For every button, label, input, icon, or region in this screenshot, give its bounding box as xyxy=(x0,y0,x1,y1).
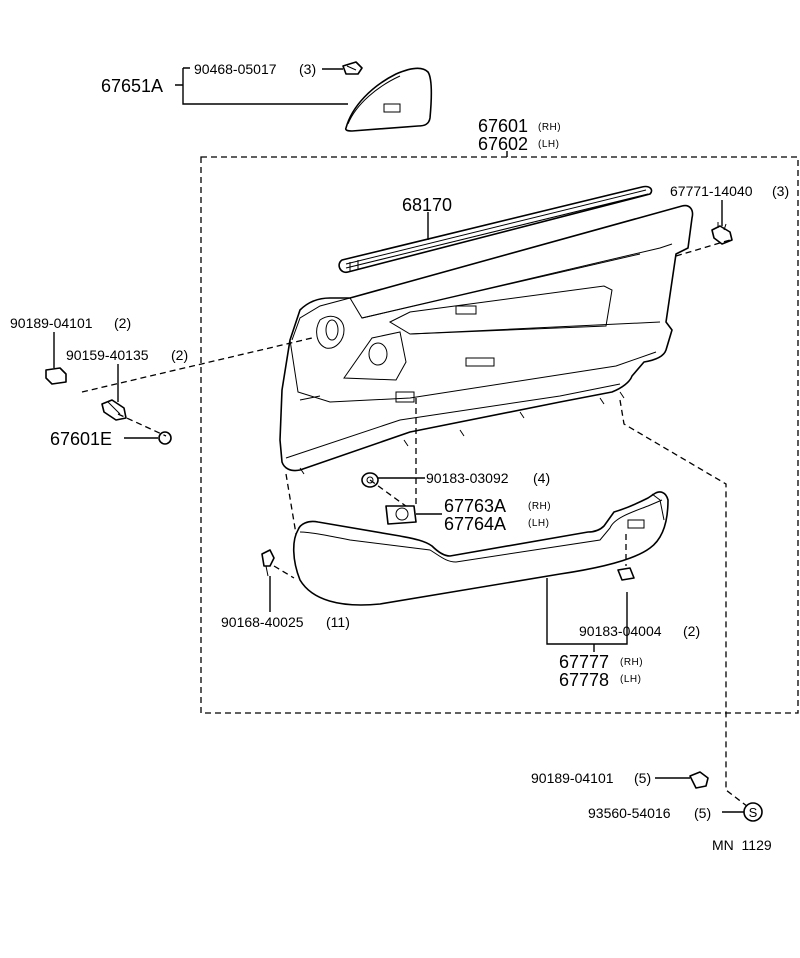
label-90183a-qty: (4) xyxy=(533,470,550,486)
part-67601E-cap[interactable] xyxy=(158,431,172,445)
part-90189-clip-lower[interactable] xyxy=(689,771,709,789)
diagram-code: MN 1129 xyxy=(712,837,772,853)
label-93560-qty: (5) xyxy=(694,805,711,821)
label-67763A: 67763A xyxy=(444,496,506,516)
label-67778: 67778 xyxy=(559,670,609,690)
label-90468-qty: (3) xyxy=(299,61,316,77)
part-90168-screw[interactable] xyxy=(261,549,275,577)
label-90189a: 90189-04101 xyxy=(10,315,93,331)
label-90189a-qty: (2) xyxy=(114,315,131,331)
part-90189-clip-upper[interactable] xyxy=(45,367,67,385)
part-67763A-switch-bezel[interactable] xyxy=(385,505,417,525)
label-67764A-side: (LH) xyxy=(528,518,549,529)
label-67778-side: (LH) xyxy=(620,674,641,685)
label-90168: 90168-40025 xyxy=(221,614,304,630)
label-67764A: 67764A xyxy=(444,514,506,534)
label-67601-side: (RH) xyxy=(538,122,561,133)
leader-67651A xyxy=(175,67,348,105)
label-90183a: 90183-03092 xyxy=(426,470,509,486)
label-90168-qty: (11) xyxy=(326,614,350,630)
part-68170-weatherstrip[interactable] xyxy=(338,185,653,274)
label-67771: 67771-14040 xyxy=(670,183,753,199)
label-90183b: 90183-04004 xyxy=(579,623,662,639)
part-90159-screw[interactable] xyxy=(101,399,127,421)
label-90183b-qty: (2) xyxy=(683,623,700,639)
assembly-boundary xyxy=(200,156,799,714)
label-67777: 67777 xyxy=(559,652,609,672)
part-90468-clip[interactable] xyxy=(342,61,363,75)
part-67771-clip[interactable] xyxy=(711,222,733,245)
part-67777-armrest[interactable] xyxy=(292,491,669,606)
label-90189b: 90189-04101 xyxy=(531,770,614,786)
dash-90168 xyxy=(273,473,297,579)
label-90189b-qty: (5) xyxy=(634,770,651,786)
label-67601: 67601 xyxy=(478,116,528,136)
label-67651A: 67651A xyxy=(101,76,163,96)
label-67601E: 67601E xyxy=(50,429,112,449)
label-93560: 93560-54016 xyxy=(588,805,671,821)
label-67602: 67602 xyxy=(478,134,528,154)
label-90159-qty: (2) xyxy=(171,347,188,363)
label-67771-qty: (3) xyxy=(772,183,789,199)
part-67601-door-trim-panel[interactable] xyxy=(279,204,694,475)
label-67763A-side: (RH) xyxy=(528,501,551,512)
label-90468: 90468-05017 xyxy=(194,61,277,77)
dash-left-fasteners xyxy=(81,337,313,437)
screw-symbol: S xyxy=(749,805,758,820)
part-93560-screw[interactable]: S xyxy=(743,802,763,822)
part-67651A-cover[interactable] xyxy=(344,67,433,132)
leader-67777 xyxy=(546,578,628,652)
label-68170: 68170 xyxy=(402,195,452,215)
label-67602-side: (LH) xyxy=(538,139,559,150)
label-67777-side: (RH) xyxy=(620,657,643,668)
label-90159: 90159-40135 xyxy=(66,347,149,363)
dash-lower-right xyxy=(619,399,753,811)
part-90183-04004-clip[interactable] xyxy=(617,567,635,581)
